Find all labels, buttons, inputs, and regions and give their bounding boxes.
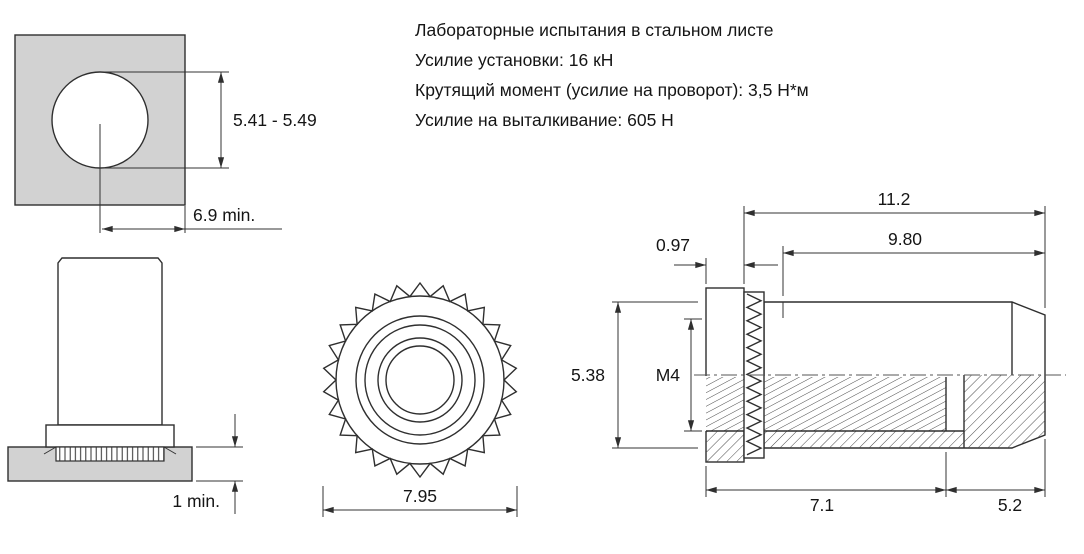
shank-circle — [355, 315, 485, 445]
thread-length-label: 7.1 — [810, 495, 834, 515]
spec-pushout-force: Усилие на выталкивание: 605 Н — [415, 110, 674, 130]
head-thickness-label: 0.97 — [656, 235, 690, 255]
plate-hole-view: 5.41 - 5.49 6.9 min. — [14, 34, 317, 233]
front-view: 7.95 — [322, 281, 518, 517]
wall-section-hatch — [764, 431, 946, 448]
thread-major-circle — [377, 337, 463, 423]
knurl-diameter-label: 7.95 — [403, 486, 437, 506]
dim-sheet-thickness: 1 min. — [172, 414, 243, 514]
dim-shank-length: 9.80 — [782, 229, 1045, 296]
hole-diameter-label: 5.41 - 5.49 — [233, 110, 317, 130]
dim-head-thickness: 0.97 — [656, 206, 778, 284]
thread-size-label: M4 — [656, 365, 681, 385]
section-view: 0.97 11.2 9.80 5.38 M4 7.1 — [571, 189, 1066, 515]
edge-distance-label: 6.9 min. — [193, 205, 255, 225]
spec-torque: Крутящий момент (усилие на проворот): 3,… — [415, 80, 809, 100]
shank-length-label: 9.80 — [888, 229, 922, 249]
knurl-teeth-ring — [322, 281, 518, 479]
dim-pilot-length: 5.2 — [946, 439, 1046, 515]
shank-diameter-label: 5.38 — [571, 365, 605, 385]
clinch-serrations — [55, 446, 165, 462]
thread-pattern — [706, 377, 946, 431]
spec-title: Лабораторные испытания в стальном листе — [415, 20, 774, 40]
displaced-metal-left — [43, 446, 57, 455]
pilot-solid-hatch — [964, 375, 1045, 448]
fastener-head-flange — [45, 424, 175, 448]
spec-installation-force: Усилие установки: 16 кН — [415, 50, 614, 70]
knurl-base-circle — [335, 295, 505, 465]
overall-length-label: 11.2 — [878, 189, 911, 209]
sheet-thickness-label: 1 min. — [172, 491, 220, 511]
test-results-block: Лабораторные испытания в стальном листе … — [415, 15, 809, 135]
thread-minor-circle — [385, 345, 455, 415]
head-section-hatch — [706, 431, 744, 462]
dim-knurl-diameter: 7.95 — [322, 486, 518, 517]
fastener-shank — [57, 257, 163, 426]
bore-wall-hatch — [946, 431, 964, 448]
chamfer-circle — [364, 324, 476, 436]
dim-edge-distance: 6.9 min. — [99, 124, 282, 233]
dim-hole-diameter: 5.41 - 5.49 — [101, 71, 317, 169]
knurl-strip-zigzag — [745, 293, 763, 456]
displaced-metal-right — [163, 446, 177, 455]
dim-shank-diameter: 5.38 — [571, 301, 698, 449]
pilot-length-label: 5.2 — [998, 495, 1022, 515]
installed-side-view: 1 min. — [7, 257, 243, 514]
dim-thread-length: 7.1 — [705, 452, 947, 515]
dim-thread-size: M4 — [656, 318, 702, 432]
dim-overall-length: 11.2 — [744, 189, 1046, 308]
